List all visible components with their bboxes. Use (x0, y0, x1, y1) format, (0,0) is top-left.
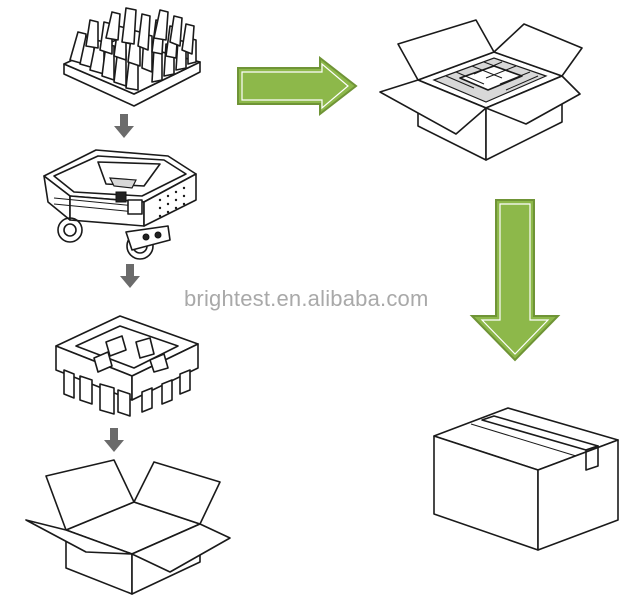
tray-with-cells (63, 7, 201, 107)
down-arrow-icon (469, 199, 561, 362)
pulp-insert (55, 315, 199, 417)
down-arrow-icon (104, 428, 124, 452)
device (43, 149, 197, 260)
sealed-box (433, 407, 619, 551)
right-arrow-icon (237, 56, 358, 117)
open-box (25, 459, 231, 595)
packed-open-box (379, 19, 583, 161)
down-arrow-icon (114, 114, 134, 138)
watermark-text: brightest.en.alibaba.com (184, 286, 429, 311)
down-arrow-icon (120, 264, 140, 288)
